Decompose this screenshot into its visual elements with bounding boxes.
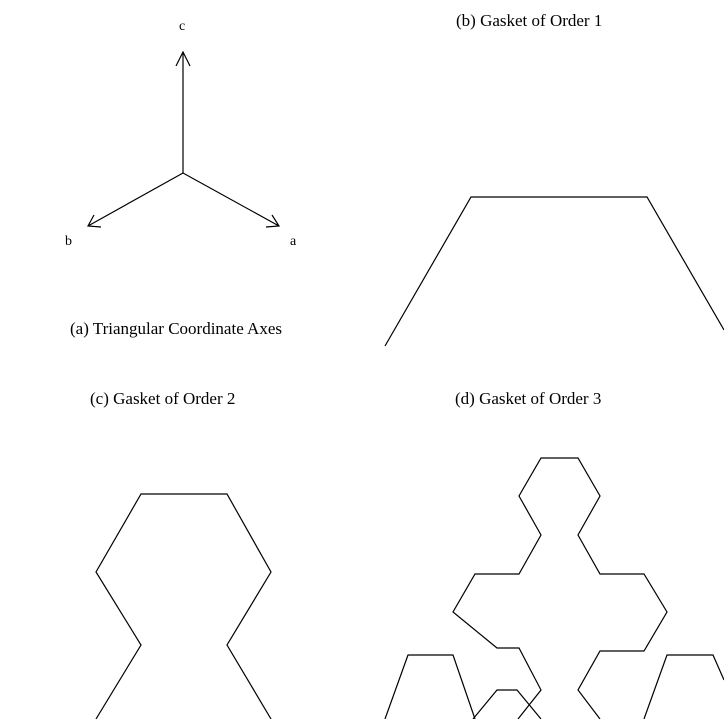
gasket-order-3-curve-main [472, 689, 542, 719]
gasket-order-2-curve [95, 493, 272, 719]
gasket-order-3-curve-right [643, 654, 724, 719]
axis-c-label: c [179, 19, 185, 34]
axis-a-line [182, 172, 280, 227]
axis-a-arrowhead [265, 214, 281, 228]
axis-a-label: a [290, 234, 297, 249]
gasket-order-3-curve-upper [452, 457, 668, 719]
axis-c-arrowhead [175, 50, 191, 67]
panel-b-caption: (b) Gasket of Order 1 [456, 11, 602, 30]
axis-b-arrowhead [87, 214, 102, 228]
axis-b-line [87, 172, 184, 227]
gasket-order-1-curve [384, 196, 724, 347]
panel-d-caption: (d) Gasket of Order 3 [455, 389, 601, 408]
panel-c-gasket-order-2: (c) Gasket of Order 2 [90, 389, 272, 719]
panel-b-gasket-order-1: (b) Gasket of Order 1 [384, 11, 724, 347]
gasket-order-3-curve-left [384, 654, 476, 719]
panel-d-gasket-order-3: (d) Gasket of Order 3 [384, 389, 724, 719]
panel-c-caption: (c) Gasket of Order 2 [90, 389, 235, 408]
panel-a-caption: (a) Triangular Coordinate Axes [70, 319, 282, 338]
panel-a-axes: c b a (a) Triangular Coordinate Axes [65, 19, 297, 338]
axis-b-label: b [65, 234, 72, 249]
